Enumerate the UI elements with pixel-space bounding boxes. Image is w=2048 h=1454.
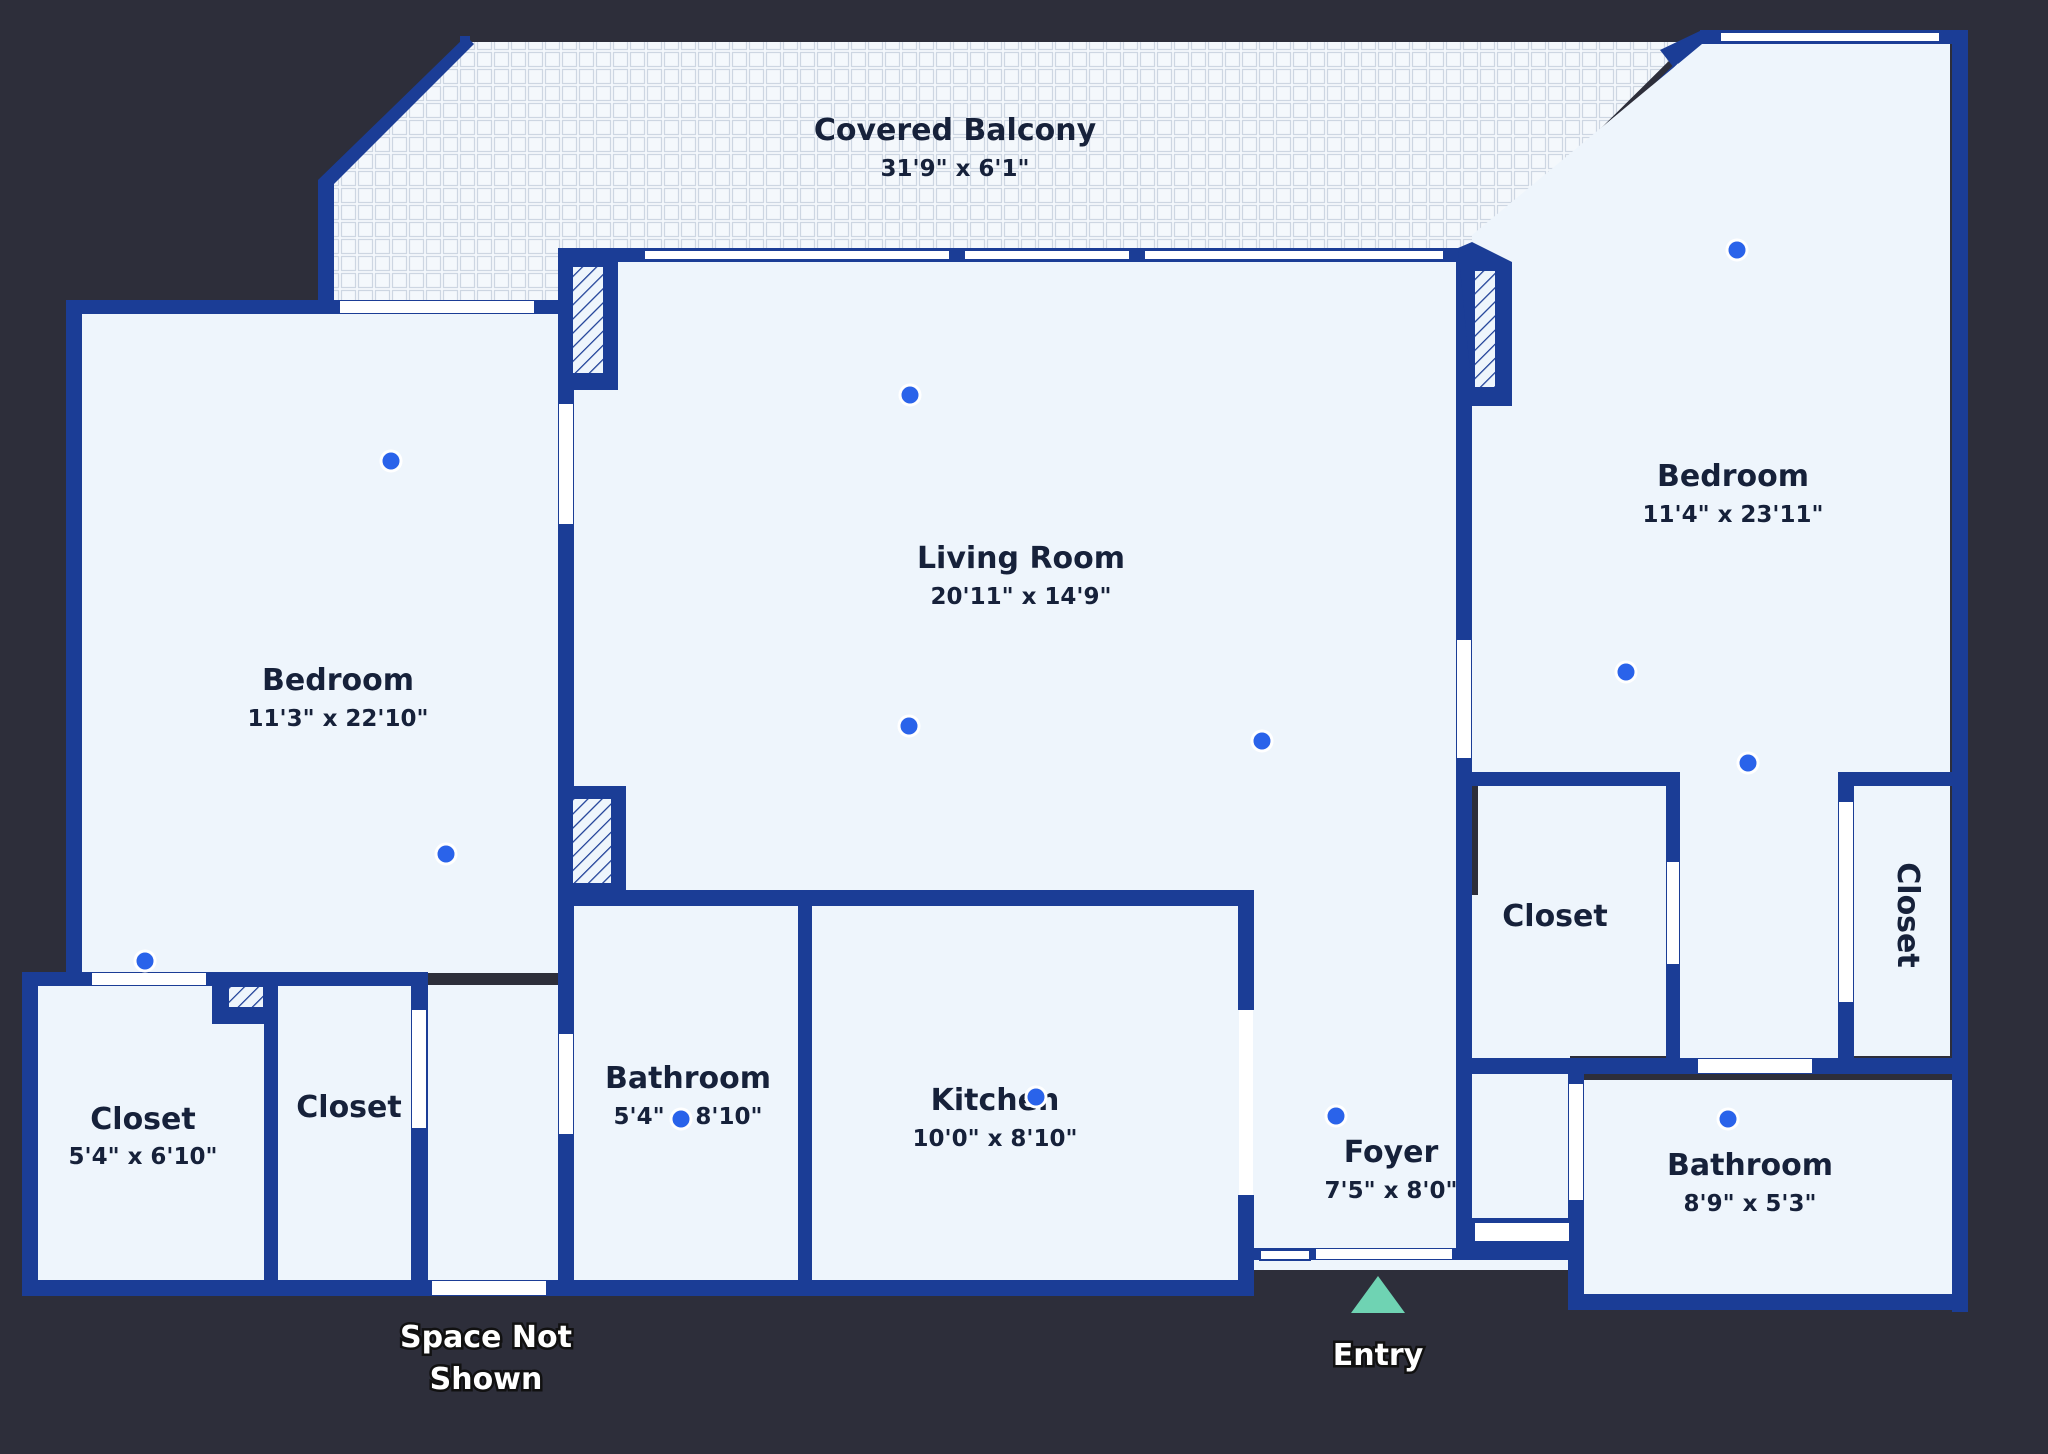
room-label-closet-vertical: Closet bbox=[1890, 862, 1925, 967]
blue-dot-icon[interactable] bbox=[898, 383, 922, 407]
room-label-bathroom-right: Bathroom 8'9" x 5'3" bbox=[1667, 1148, 1833, 1217]
svg-text:11'3" x 22'10": 11'3" x 22'10" bbox=[248, 706, 429, 732]
photo-pins bbox=[133, 238, 1760, 1131]
space-not-shown-label: Space Not Shown bbox=[398, 1318, 575, 1400]
blue-dot-icon[interactable] bbox=[897, 714, 921, 738]
blue-dot-icon[interactable] bbox=[669, 1107, 693, 1131]
svg-text:7'5" x 8'0": 7'5" x 8'0" bbox=[1325, 1178, 1458, 1204]
svg-text:Closet: Closet bbox=[1890, 862, 1925, 967]
blue-dot-icon[interactable] bbox=[1716, 1107, 1740, 1131]
svg-text:Closet: Closet bbox=[90, 1102, 195, 1137]
svg-text:5'4" x 6'10": 5'4" x 6'10" bbox=[69, 1144, 218, 1170]
svg-text:8'9" x 5'3": 8'9" x 5'3" bbox=[1684, 1191, 1817, 1217]
blue-dot-icon[interactable] bbox=[133, 949, 157, 973]
svg-text:Space Not: Space Not bbox=[400, 1320, 572, 1355]
room-label-bedroom-left: Bedroom 11'3" x 22'10" bbox=[248, 663, 429, 732]
room-label-closet-left: Closet 5'4" x 6'10" bbox=[69, 1102, 218, 1170]
svg-text:Covered Balcony: Covered Balcony bbox=[814, 113, 1097, 148]
svg-text:Bedroom: Bedroom bbox=[1657, 459, 1809, 494]
blue-dot-icon[interactable] bbox=[1250, 729, 1274, 753]
blue-dot-icon[interactable] bbox=[434, 842, 458, 866]
room-label-bedroom-right: Bedroom 11'4" x 23'11" bbox=[1643, 459, 1824, 528]
blue-dot-icon[interactable] bbox=[1324, 1104, 1348, 1128]
svg-text:Foyer: Foyer bbox=[1344, 1135, 1439, 1170]
blue-dot-icon[interactable] bbox=[1736, 751, 1760, 775]
blue-dot-icon[interactable] bbox=[379, 449, 403, 473]
blue-dot-icon[interactable] bbox=[1024, 1085, 1048, 1109]
blue-dot-icon[interactable] bbox=[1725, 238, 1749, 262]
svg-text:Bathroom: Bathroom bbox=[605, 1061, 771, 1096]
room-label-living-room: Living Room 20'11" x 14'9" bbox=[917, 541, 1125, 610]
svg-text:31'9" x 6'1": 31'9" x 6'1" bbox=[881, 156, 1030, 182]
svg-text:Bedroom: Bedroom bbox=[262, 663, 414, 698]
entry-label: Entry bbox=[1333, 1338, 1424, 1373]
openings bbox=[92, 31, 1941, 1295]
floors bbox=[36, 44, 1954, 1295]
svg-text:Bathroom: Bathroom bbox=[1667, 1148, 1833, 1183]
room-label-kitchen: Kitchen 10'0" x 8'10" bbox=[913, 1083, 1078, 1152]
room-label-closet-right: Closet bbox=[1502, 899, 1607, 934]
svg-text:Closet: Closet bbox=[1502, 899, 1607, 934]
svg-text:Closet: Closet bbox=[296, 1090, 401, 1125]
svg-text:Shown: Shown bbox=[430, 1362, 543, 1397]
room-label-foyer: Foyer 7'5" x 8'0" bbox=[1325, 1135, 1458, 1204]
room-label-covered-balcony: Covered Balcony 31'9" x 6'1" bbox=[814, 113, 1097, 182]
blue-dot-icon[interactable] bbox=[1614, 660, 1638, 684]
svg-text:20'11" x 14'9": 20'11" x 14'9" bbox=[931, 584, 1112, 610]
svg-text:11'4" x 23'11": 11'4" x 23'11" bbox=[1643, 502, 1824, 528]
svg-text:10'0" x 8'10": 10'0" x 8'10" bbox=[913, 1126, 1078, 1152]
room-label-closet-mid: Closet bbox=[296, 1090, 401, 1125]
triangle-up-icon bbox=[1351, 1276, 1405, 1313]
svg-text:Living Room: Living Room bbox=[917, 541, 1125, 576]
